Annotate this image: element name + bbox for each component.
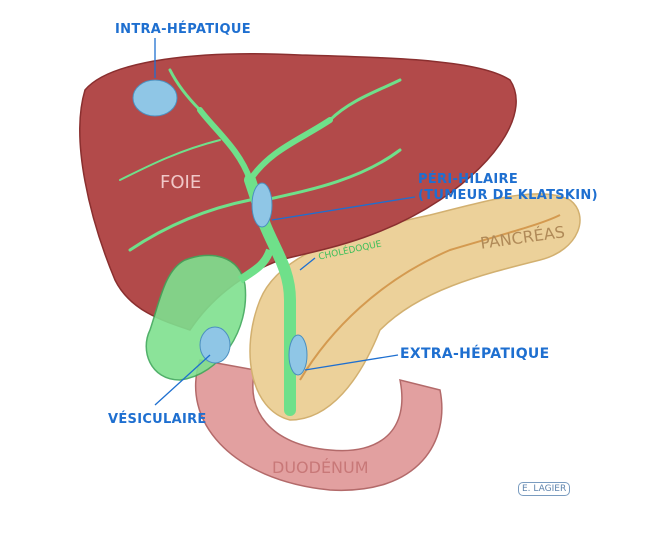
organ-foie: FOIE (160, 172, 202, 193)
tumor-extrahepatic (288, 334, 308, 376)
label-klatskin: (TUMEUR DE KLATSKIN) (418, 188, 598, 203)
biliary-tree (119, 68, 402, 416)
artist-signature: E. LAGIER (518, 482, 571, 496)
label-perihilar: PÉRI-HILAIRE (418, 172, 519, 187)
label-intrahepatic: INTRA-HÉPATIQUE (115, 22, 251, 37)
label-extrahepatic: EXTRA-HÉPATIQUE (400, 346, 550, 362)
tumor-perihilar (251, 182, 273, 228)
tumor-intrahepatic (132, 79, 178, 117)
organ-duodenum: DUODÉNUM (272, 458, 369, 477)
label-vesiculaire: VÉSICULAIRE (108, 412, 207, 427)
duodenum (194, 359, 443, 491)
pancreatic-duct (299, 214, 561, 381)
tumor-gallbladder (199, 326, 231, 364)
pancreas (249, 193, 581, 421)
